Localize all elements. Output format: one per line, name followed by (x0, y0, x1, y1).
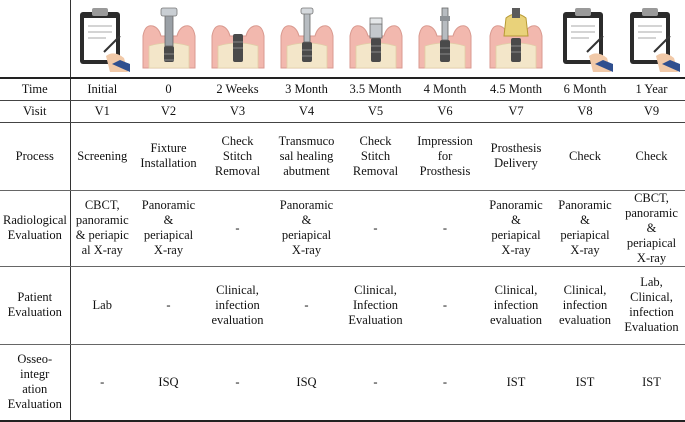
osseo-cell: IST (618, 344, 685, 422)
radiological-cell: Panoramic & periapical X-ray (552, 190, 618, 267)
radiological-cell: - (410, 190, 480, 267)
process-cell: Impression for Prosthesis (410, 122, 480, 191)
col-illustration (480, 0, 552, 78)
radiological-label: Radiological Evaluation (0, 190, 71, 267)
time-cell: 4.5 Month (480, 77, 552, 101)
radiological-row: Radiological Evaluation CBCT, panoramic … (0, 190, 685, 267)
visit-cell: V3 (203, 100, 272, 123)
process-cell: Prosthesis Delivery (480, 122, 552, 191)
process-row: Process Screening Fixture Installation C… (0, 122, 685, 191)
clipboard-hand-icon (557, 6, 613, 72)
patient-cell: - (410, 266, 480, 345)
patient-row: Patient Evaluation Lab - Clinical, infec… (0, 266, 685, 345)
col-illustration (410, 0, 480, 78)
time-cell: 6 Month (552, 77, 618, 101)
patient-cell: Clinical, infection evaluation (203, 266, 272, 345)
clipboard-hand-icon (74, 6, 131, 72)
osseo-cell: - (70, 344, 134, 422)
patient-cell: Lab (70, 266, 134, 345)
radiological-cell: Panoramic & periapical X-ray (480, 190, 552, 267)
radiological-cell: - (203, 190, 272, 267)
osseo-cell: - (203, 344, 272, 422)
osseo-cell: - (341, 344, 410, 422)
illustration-row (0, 0, 685, 78)
process-cell: Check (618, 122, 685, 191)
patient-cell: Clinical, Infection Evaluation (341, 266, 410, 345)
radiological-cell: CBCT, panoramic & periapical X-ray (618, 190, 685, 267)
clipboard-hand-icon (624, 6, 680, 72)
fixture-installation-icon (139, 6, 199, 72)
radiological-cell: - (341, 190, 410, 267)
visit-cell: V5 (341, 100, 410, 123)
col-illustration (70, 0, 134, 78)
radiological-cell: Panoramic & periapical X-ray (272, 190, 341, 267)
visit-cell: V7 (480, 100, 552, 123)
impression-coping-icon (415, 6, 475, 72)
healing-abutment-icon (277, 6, 337, 72)
time-cell: 3.5 Month (341, 77, 410, 101)
patient-cell: - (134, 266, 203, 345)
process-cell: Check (552, 122, 618, 191)
abutment-seated-icon (346, 6, 406, 72)
visit-cell: V8 (552, 100, 618, 123)
col-illustration (134, 0, 203, 78)
prosthesis-crown-icon (486, 6, 546, 72)
time-cell: Initial (70, 77, 134, 101)
patient-cell: Clinical, infection evaluation (552, 266, 618, 345)
visit-row: Visit V1 V2 V3 V4 V5 V6 V7 V8 V9 (0, 100, 685, 123)
osseo-cell: IST (480, 344, 552, 422)
col-illustration (341, 0, 410, 78)
time-row: Time Initial 0 2 Weeks 3 Month 3.5 Month… (0, 77, 685, 101)
time-cell: 4 Month (410, 77, 480, 101)
col-illustration (552, 0, 618, 78)
visit-cell: V4 (272, 100, 341, 123)
patient-cell: Lab, Clinical, infection Evaluation (618, 266, 685, 345)
col-illustration (203, 0, 272, 78)
osseo-cell: ISQ (134, 344, 203, 422)
process-cell: Check Stitch Removal (341, 122, 410, 191)
osseo-cell: - (410, 344, 480, 422)
visit-cell: V1 (70, 100, 134, 123)
patient-cell: Clinical, infection evaluation (480, 266, 552, 345)
radiological-cell: CBCT, panoramic & periapic al X-ray (70, 190, 134, 267)
osseointegration-label: Osseo-integr ation Evaluation (0, 344, 71, 422)
col-illustration (272, 0, 341, 78)
visit-cell: V2 (134, 100, 203, 123)
osseo-cell: IST (552, 344, 618, 422)
radiological-cell: Panoramic & periapical X-ray (134, 190, 203, 267)
col-illustration (618, 0, 685, 78)
time-cell: 2 Weeks (203, 77, 272, 101)
process-cell: Transmuco sal healing abutment (272, 122, 341, 191)
osseointegration-row: Osseo-integr ation Evaluation - ISQ - IS… (0, 344, 685, 422)
visit-cell: V9 (618, 100, 685, 123)
patient-label: Patient Evaluation (0, 266, 71, 345)
osseo-cell: ISQ (272, 344, 341, 422)
visit-cell: V6 (410, 100, 480, 123)
process-label: Process (0, 122, 71, 191)
time-label: Time (0, 77, 71, 101)
illustration-row-label (0, 0, 71, 78)
visit-label: Visit (0, 100, 71, 123)
process-cell: Check Stitch Removal (203, 122, 272, 191)
process-cell: Fixture Installation (134, 122, 203, 191)
patient-cell: - (272, 266, 341, 345)
process-cell: Screening (70, 122, 134, 191)
time-cell: 1 Year (618, 77, 685, 101)
time-cell: 3 Month (272, 77, 341, 101)
implant-healing-icon (208, 6, 268, 72)
time-cell: 0 (134, 77, 203, 101)
